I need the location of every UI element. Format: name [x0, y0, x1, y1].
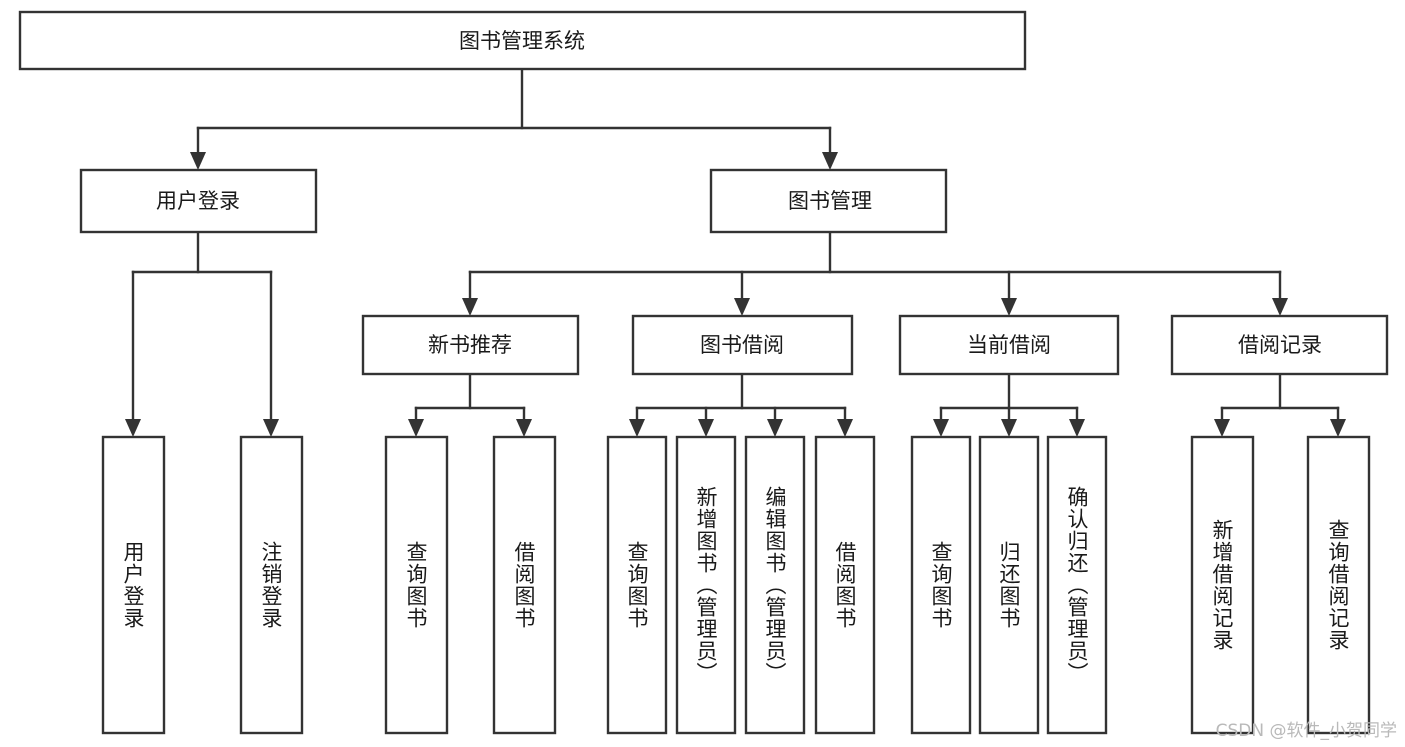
arrowhead-leaf-query-book-1 [408, 419, 424, 437]
node-leaf-user-login-label: 用户登录 [121, 541, 145, 629]
node-leaf-logout-login[interactable]: 注销登录 [239, 435, 304, 735]
node-book-manage-box[interactable] [709, 168, 948, 234]
node-leaf-query-book-3[interactable]: 查询图书 [910, 435, 972, 735]
arrowhead-leaf-borrow-book-1 [516, 419, 532, 437]
node-leaf-logout-login-label: 注销登录 [259, 541, 283, 629]
arrowhead-leaf-add-record [1214, 419, 1230, 437]
arrowhead-new-book-recommend [462, 298, 478, 316]
arrowhead-leaf-user-login [125, 419, 141, 437]
node-leaf-edit-book-box[interactable] [744, 435, 806, 735]
node-leaf-add-record-box[interactable] [1190, 435, 1255, 735]
arrowhead-current-borrow [1001, 298, 1017, 316]
node-leaf-borrow-book-1[interactable]: 借阅图书 [492, 435, 557, 735]
arrowhead-book-borrow [734, 298, 750, 316]
node-book-borrow-box[interactable] [631, 314, 854, 376]
node-leaf-query-book-2[interactable]: 查询图书 [606, 435, 668, 735]
node-leaf-query-book-1-label: 查询图书 [404, 541, 428, 629]
node-leaf-return-book[interactable]: 归还图书 [978, 435, 1040, 735]
node-book-manage[interactable]: 图书管理 [709, 168, 948, 234]
node-leaf-borrow-book-2-box[interactable] [814, 435, 876, 735]
arrowhead-book-manage [822, 152, 838, 170]
node-leaf-borrow-book-1-box[interactable] [492, 435, 557, 735]
node-book-manage-label: 图书管理 [788, 189, 872, 213]
node-current-borrow-box[interactable] [898, 314, 1120, 376]
arrowhead-leaf-logout-login [263, 419, 279, 437]
node-leaf-confirm-return[interactable]: 确认归还（管理员） [1046, 435, 1108, 735]
node-book-borrow[interactable]: 图书借阅 [631, 314, 854, 376]
node-new-book-recommend[interactable]: 新书推荐 [361, 314, 580, 376]
node-root-box[interactable] [18, 10, 1027, 71]
node-leaf-query-book-3-label: 查询图书 [929, 541, 953, 629]
node-leaf-borrow-book-2-label: 借阅图书 [833, 541, 857, 629]
node-borrow-record-label: 借阅记录 [1238, 333, 1322, 357]
node-leaf-borrow-book-2[interactable]: 借阅图书 [814, 435, 876, 735]
node-leaf-add-book-label: 新增图书（管理员） [694, 486, 718, 684]
node-root-label: 图书管理系统 [459, 29, 585, 53]
arrowhead-leaf-add-book [698, 419, 714, 437]
arrowhead-leaf-edit-book [767, 419, 783, 437]
node-leaf-confirm-return-label: 确认归还（管理员） [1065, 486, 1089, 684]
node-leaf-query-record[interactable]: 查询借阅记录 [1306, 435, 1371, 735]
node-user-login-label: 用户登录 [156, 189, 240, 213]
node-leaf-query-book-2-box[interactable] [606, 435, 668, 735]
node-leaf-query-book-3-box[interactable] [910, 435, 972, 735]
arrowhead-borrow-record [1272, 298, 1288, 316]
node-leaf-user-login-box[interactable] [101, 435, 166, 735]
node-leaf-logout-login-box[interactable] [239, 435, 304, 735]
arrowhead-leaf-return-book [1001, 419, 1017, 437]
connector-group [125, 67, 1346, 437]
node-leaf-return-book-box[interactable] [978, 435, 1040, 735]
node-root[interactable]: 图书管理系统 [18, 10, 1027, 71]
node-user-login-box[interactable] [79, 168, 318, 234]
arrowhead-leaf-query-book-3 [933, 419, 949, 437]
arrowhead-leaf-confirm-return [1069, 419, 1085, 437]
node-leaf-edit-book[interactable]: 编辑图书（管理员） [744, 435, 806, 735]
arrowhead-leaf-query-book-2 [629, 419, 645, 437]
node-leaf-query-book-1-box[interactable] [384, 435, 449, 735]
arrowhead-leaf-query-record [1330, 419, 1346, 437]
node-current-borrow[interactable]: 当前借阅 [898, 314, 1120, 376]
node-leaf-add-book[interactable]: 新增图书（管理员） [675, 435, 737, 735]
node-leaf-add-record-label: 新增借阅记录 [1210, 519, 1234, 651]
node-leaf-confirm-return-box[interactable] [1046, 435, 1108, 735]
arrowhead-user-login [190, 152, 206, 170]
csdn-watermark: CSDN @软件_小贺同学 [1215, 721, 1397, 741]
arrowhead-leaf-borrow-book-2 [837, 419, 853, 437]
node-leaf-query-record-box[interactable] [1306, 435, 1371, 735]
node-book-borrow-label: 图书借阅 [700, 333, 784, 357]
node-current-borrow-label: 当前借阅 [967, 333, 1051, 357]
node-leaf-query-book-1[interactable]: 查询图书 [384, 435, 449, 735]
node-borrow-record[interactable]: 借阅记录 [1170, 314, 1389, 376]
node-leaf-add-book-box[interactable] [675, 435, 737, 735]
node-leaf-edit-book-label: 编辑图书（管理员） [763, 486, 787, 684]
node-user-login[interactable]: 用户登录 [79, 168, 318, 234]
node-leaf-query-book-2-label: 查询图书 [625, 541, 649, 629]
node-leaf-add-record[interactable]: 新增借阅记录 [1190, 435, 1255, 735]
node-leaf-user-login[interactable]: 用户登录 [101, 435, 166, 735]
node-leaf-return-book-label: 归还图书 [997, 541, 1021, 629]
node-leaf-borrow-book-1-label: 借阅图书 [512, 541, 536, 629]
node-new-book-recommend-box[interactable] [361, 314, 580, 376]
node-new-book-recommend-label: 新书推荐 [428, 333, 512, 357]
node-leaf-query-record-label: 查询借阅记录 [1326, 519, 1350, 651]
node-borrow-record-box[interactable] [1170, 314, 1389, 376]
